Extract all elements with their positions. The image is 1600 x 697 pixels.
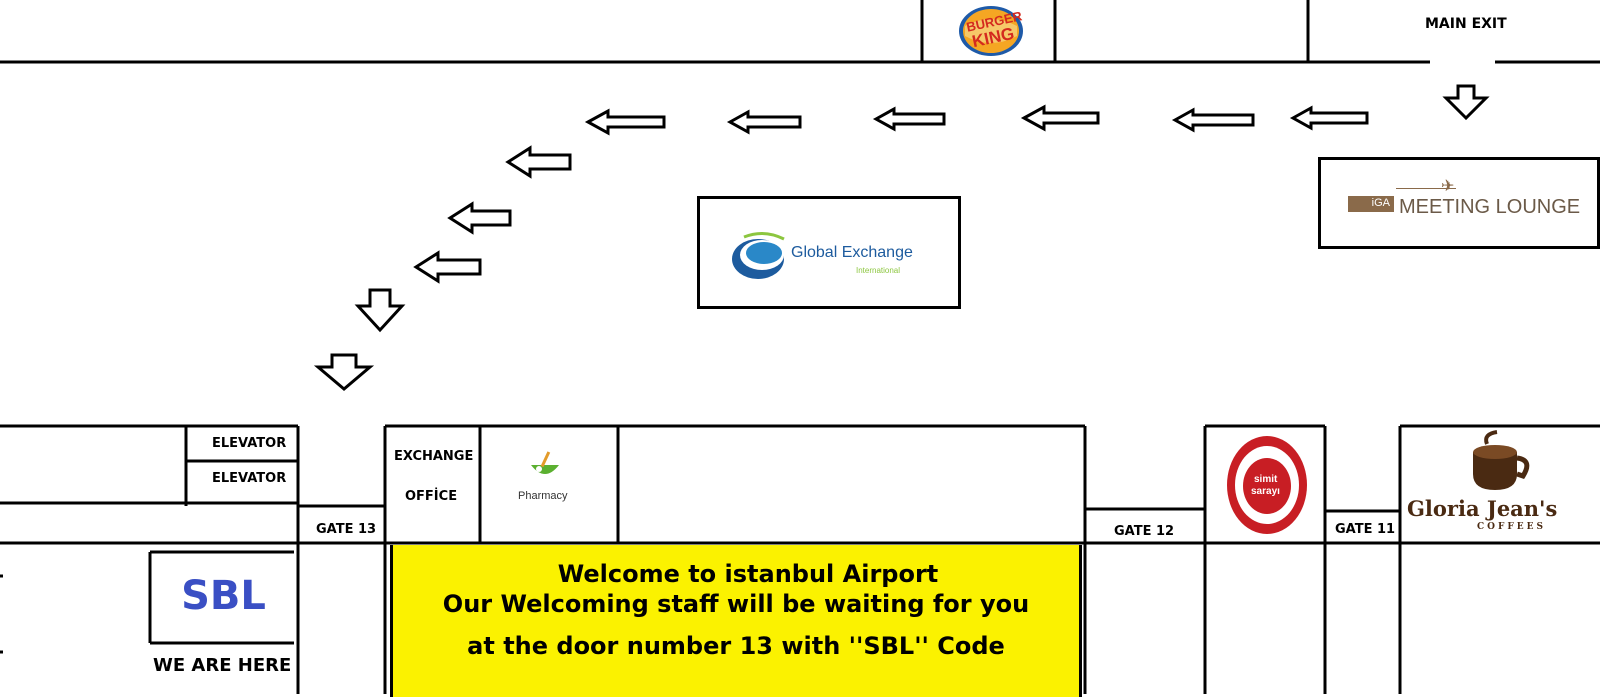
simit-sarayi-logo: simit sarayı: [1227, 436, 1307, 534]
arrow-left-icon: [584, 108, 666, 136]
gate-11-label: GATE 11: [1335, 522, 1396, 537]
global-exchange-sub: International: [856, 266, 901, 275]
sbl-code: SBL: [181, 573, 266, 619]
gloria-jeans-sub: COFFEES: [1477, 522, 1547, 532]
simit-core: [1243, 458, 1291, 514]
global-exchange-icon: [732, 232, 785, 279]
we-are-here-label: WE ARE HERE: [153, 655, 292, 676]
plane-icon: ✈: [1441, 176, 1455, 195]
pharmacy-icon: [531, 451, 559, 474]
gate-13-label: GATE 13: [316, 522, 377, 537]
global-exchange-sign: Global Exchange International: [697, 196, 961, 309]
arrow-left-icon: [505, 145, 572, 179]
gloria-jeans-text: Gloria Jean's: [1407, 496, 1558, 521]
welcome-line-2: Our Welcoming staff will be waiting for …: [442, 590, 1030, 618]
arrow-down-icon: [1442, 84, 1490, 121]
main-exit-label: MAIN EXIT: [1425, 16, 1507, 32]
pharmacy-text: Pharmacy: [518, 490, 568, 502]
arrow-left-icon: [447, 201, 512, 235]
welcome-banner: Welcome to istanbul Airport Our Welcomin…: [390, 545, 1082, 697]
arrow-left-icon: [726, 109, 802, 135]
arrow-down-icon: [313, 353, 375, 391]
welcome-line-1: Welcome to istanbul Airport: [557, 560, 939, 588]
arrow-left-icon: [1171, 107, 1255, 133]
simit-line2: sarayı: [1251, 486, 1280, 497]
simit-line1: simit: [1254, 474, 1278, 485]
sbl-sign: SBL: [153, 555, 294, 641]
gate-12-label: GATE 12: [1114, 524, 1175, 539]
lounge-badge-text: iGA: [1371, 197, 1390, 209]
arrow-left-icon: [1289, 105, 1369, 131]
pharmacy-logo: Pharmacy: [487, 441, 605, 516]
exchange-office-label-1: EXCHANGE: [394, 449, 474, 464]
arrow-left-icon: [413, 250, 482, 284]
global-exchange-text: Global Exchange: [791, 244, 913, 261]
meeting-lounge-sign: iGA ✈ MEETING LOUNGE: [1318, 157, 1600, 249]
burger-king-icon: [959, 6, 1023, 56]
lounge-text: MEETING LOUNGE: [1399, 196, 1581, 218]
welcome-line-3: at the door number 13 with ''SBL'' Code: [467, 632, 1005, 660]
lounge-badge: iGA: [1348, 196, 1394, 212]
coffee-cup-icon: [1473, 430, 1530, 490]
arrow-left-icon: [872, 106, 946, 132]
exchange-office-label-2: OFFİCE: [405, 489, 458, 504]
lounge-line: [1396, 188, 1456, 189]
gloria-jeans-logo: Gloria Jean's COFFEES: [1405, 430, 1597, 538]
elevator-label-1: ELEVATOR: [212, 436, 287, 451]
elevator-label-2: ELEVATOR: [212, 471, 287, 486]
burger-king-logo: BURGER KING: [957, 4, 1025, 58]
arrow-down-icon: [354, 288, 406, 333]
arrow-left-icon: [1020, 104, 1100, 132]
